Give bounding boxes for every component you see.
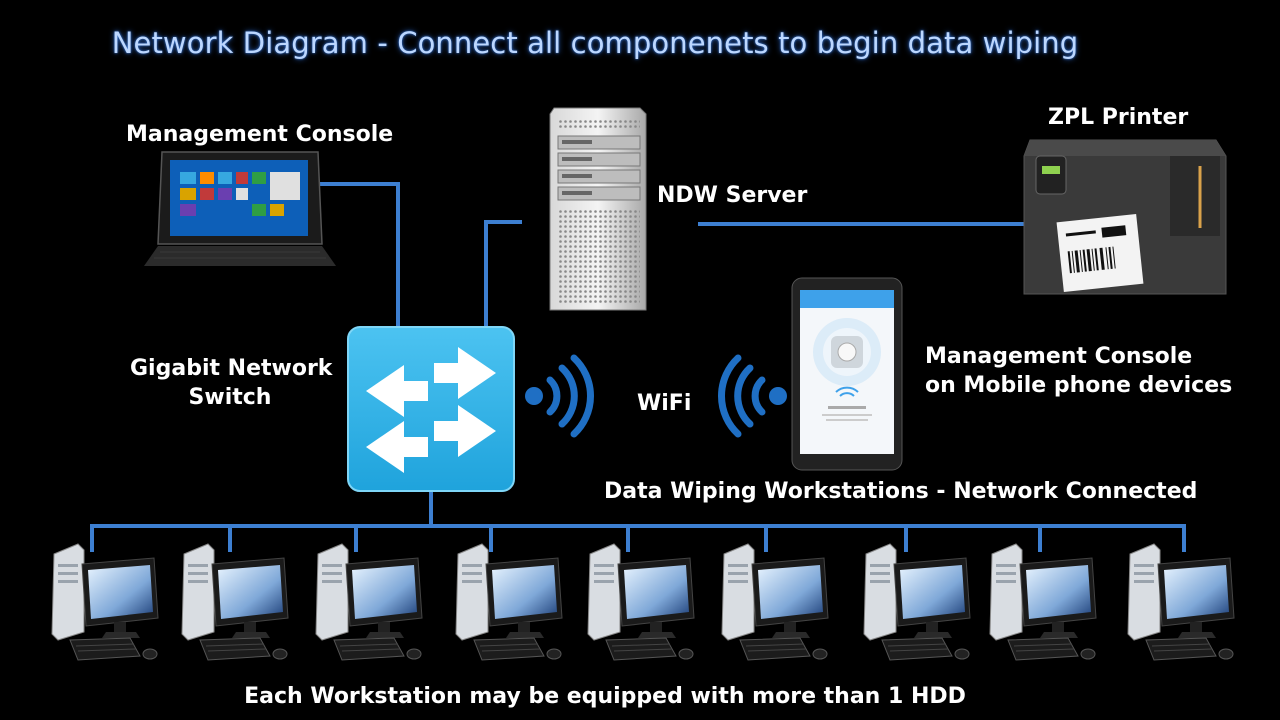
workstations-label: Data Wiping Workstations - Network Conne… [604, 479, 1198, 504]
diagram-title: Network Diagram - Connect all componenet… [111, 26, 1079, 60]
workstation-icon [178, 540, 296, 670]
wifi-label: WiFi [637, 391, 692, 416]
management-console-label: Management Console [126, 122, 394, 147]
tablet-icon [140, 150, 340, 272]
switch-label-line2: Switch [188, 385, 272, 410]
printer-icon [1020, 138, 1230, 302]
workstation-row [0, 540, 1280, 670]
footer-note: Each Workstation may be equipped with mo… [244, 684, 966, 709]
wifi-icon [716, 352, 796, 444]
workstation-icon [860, 540, 978, 670]
ndw-server-label: NDW Server [657, 183, 808, 208]
workstation-icon [718, 540, 836, 670]
workstation-icon [312, 540, 430, 670]
workstation-icon [1124, 540, 1242, 670]
workstation-icon [48, 540, 166, 670]
wire-switch-to-server [484, 220, 522, 332]
workstation-icon [584, 540, 702, 670]
mobile-console-label-line1: Management Console [925, 344, 1193, 369]
switch-label-line1: Gigabit Network [130, 356, 333, 381]
zpl-printer-label: ZPL Printer [1048, 105, 1189, 130]
network-switch-icon [346, 325, 516, 497]
workstation-icon [986, 540, 1104, 670]
mobile-console-label-line2: on Mobile phone devices [925, 373, 1233, 398]
workstation-icon [452, 540, 570, 670]
mobile-phone-icon [790, 276, 904, 476]
wire-console-to-switch [318, 182, 400, 332]
wifi-icon [516, 352, 596, 444]
server-icon [548, 104, 648, 318]
